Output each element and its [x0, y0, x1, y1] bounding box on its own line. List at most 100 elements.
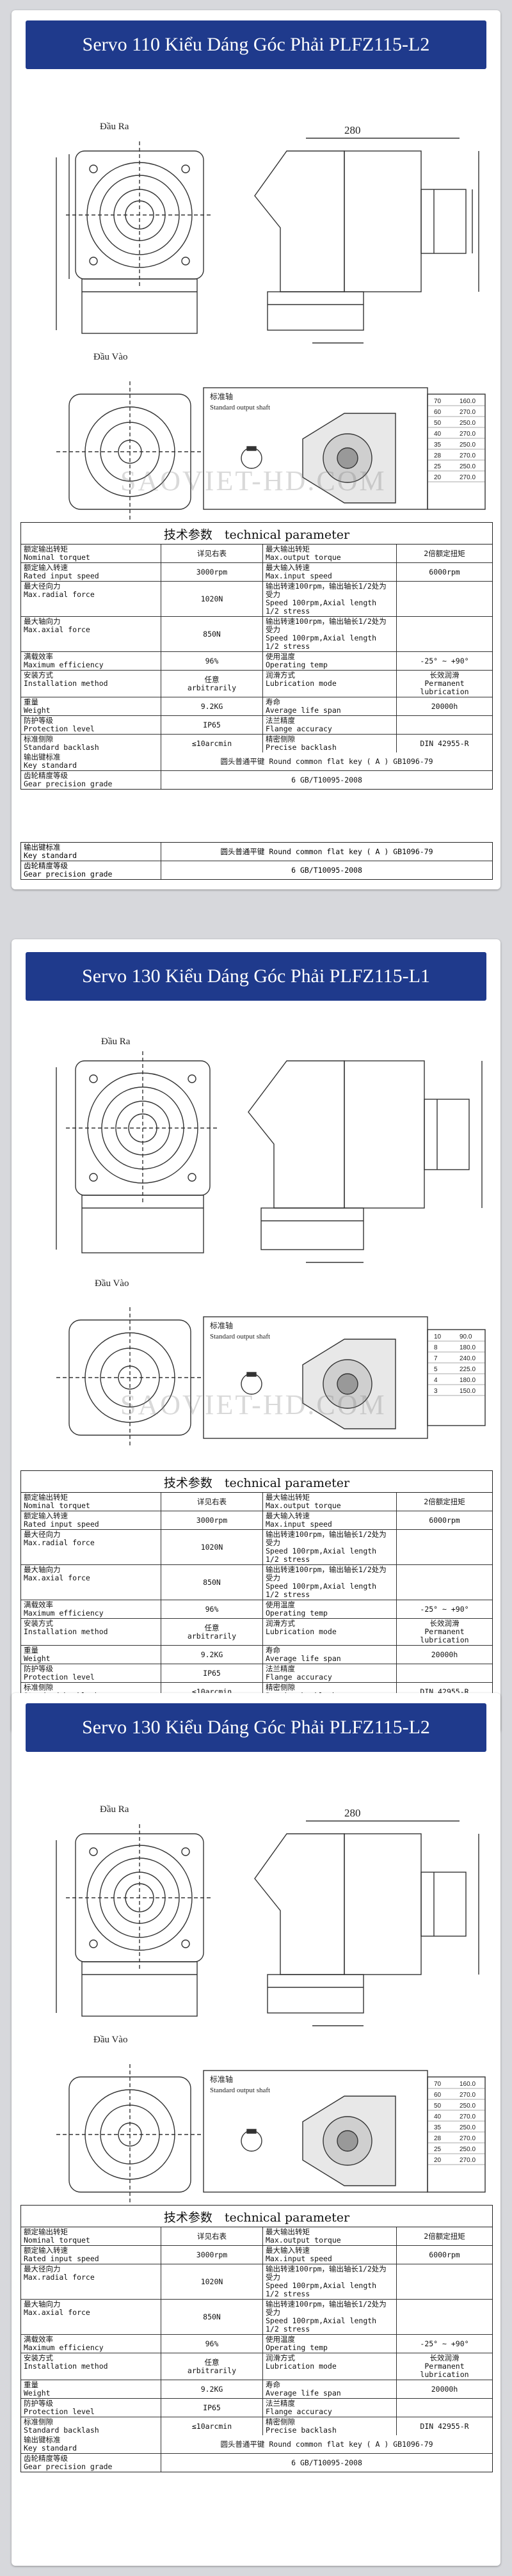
svg-text:Standard output shaft: Standard output shaft — [210, 1333, 270, 1340]
shaft-ratio: 70 — [434, 2081, 442, 2088]
shaft-torque: 270.0 — [460, 2157, 476, 2164]
shaft-ratio: 28 — [434, 452, 442, 459]
param-value-2 — [397, 1530, 492, 1564]
param-value: 9.2KG — [161, 697, 263, 715]
param-value: 1020N — [161, 582, 263, 616]
param-value-2: 20000h — [431, 2384, 458, 2394]
param-value: 850N — [161, 617, 263, 651]
param-value-2: DIN 42955-R — [420, 2421, 469, 2431]
param-value-2: -25° ~ +90° — [420, 1604, 469, 1614]
param-value: 3000rpm — [161, 563, 263, 581]
shaft-torque: 160.0 — [460, 398, 476, 405]
output-label: Đầu Ra — [101, 1037, 131, 1047]
shaft-torque: 180.0 — [460, 1377, 476, 1384]
technical-drawing-1: Đầu Ra Đầu Vào 280 — [12, 81, 500, 522]
param-value-2 — [397, 716, 492, 734]
shaft-torque: 270.0 — [460, 2113, 476, 2120]
param-value-2: 20000h — [431, 1650, 458, 1659]
param-value: ≤10arcmin — [161, 735, 263, 752]
dimension-length: 280 — [344, 124, 361, 136]
svg-text:Standard output shaft: Standard output shaft — [210, 2087, 270, 2094]
param-value: IP65 — [161, 1664, 263, 1682]
param-value-2 — [397, 1565, 492, 1600]
svg-text:标准轴: 标准轴 — [210, 392, 233, 401]
shaft-torque: 270.0 — [460, 452, 476, 459]
param-value: 3000rpm — [161, 1511, 263, 1529]
svg-text:SAOVIET-HD.COM: SAOVIET-HD.COM — [120, 1389, 387, 1420]
section-title-banner: Servo 130 Kiểu Dáng Góc Phải PLFZ115-L1 — [26, 952, 486, 1001]
shaft-ratio: 4 — [434, 1377, 438, 1384]
param-value: 96% — [161, 2335, 263, 2353]
param-value: ≤10arcmin — [161, 2417, 263, 2435]
gearbox-drawing: 标准轴 Standard output shaft SAOVIET-HD.COM… — [56, 138, 486, 522]
shaft-ratio: 70 — [434, 398, 442, 405]
param-value: 850N — [161, 1565, 263, 1600]
technical-drawing-2: Đầu Ra Đầu Vào — [12, 1022, 500, 1464]
shaft-ratio: 60 — [434, 2092, 442, 2099]
param-value: IP65 — [161, 2399, 263, 2417]
section-title: Servo 130 Kiểu Dáng Góc Phải PLFZ115-L1 — [82, 966, 430, 987]
shaft-ratio: 28 — [434, 2135, 442, 2142]
shaft-torque: 250.0 — [460, 420, 476, 427]
svg-text:标准轴: 标准轴 — [210, 2074, 233, 2084]
param-value-2 — [397, 582, 492, 616]
param-value-2: 6000rpm — [429, 567, 460, 576]
input-label: Đầu Vào — [93, 2035, 128, 2045]
shaft-ratio: 40 — [434, 2113, 442, 2120]
gearbox-drawing: 标准轴 Standard output shaft SAOVIET-HD.COM… — [56, 1051, 486, 1448]
param-value: 详见右表 — [161, 2227, 263, 2245]
output-label: Đầu Ra — [100, 1804, 129, 1815]
shaft-torque: 270.0 — [460, 2135, 476, 2142]
shaft-ratio: 50 — [434, 420, 442, 427]
dimension-length: 280 — [344, 1807, 361, 1819]
param-value: 详见右表 — [161, 545, 263, 562]
shaft-torque: 250.0 — [460, 463, 476, 470]
key-value: 圆头普通平键 Round common flat key ( A ) GB109… — [220, 756, 433, 766]
shaft-ratio: 10 — [434, 1333, 442, 1340]
